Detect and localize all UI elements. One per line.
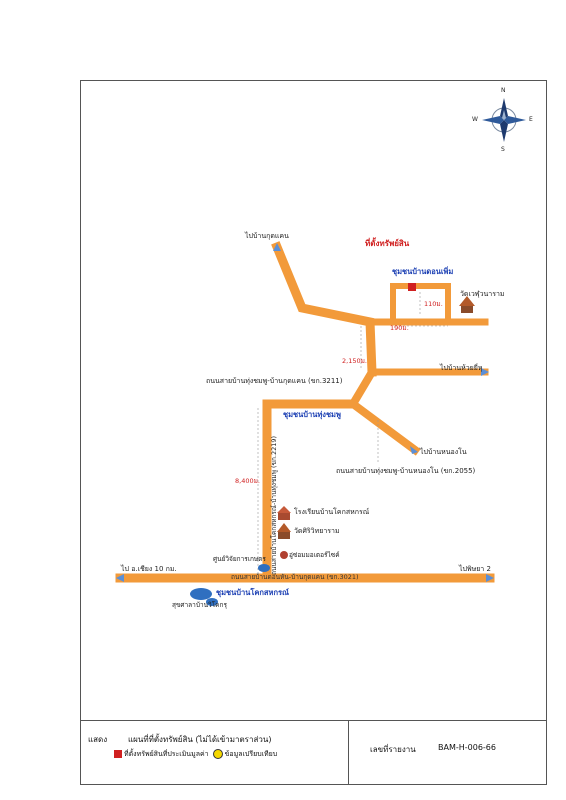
label-temple-wat-wen: วัดเวฬุวนาราม	[460, 290, 505, 298]
distance-8400: 8,400ม.	[235, 477, 260, 485]
compass-s-label: S	[501, 146, 505, 153]
label-to-kut-khaen: ไปบ้านกุดแคน	[245, 232, 289, 240]
label-to-huai-yi-hu: ไปบ้านห้วยยี่หุ	[440, 364, 483, 372]
garage-icon	[280, 551, 288, 559]
map-frame	[80, 80, 547, 785]
label-temple-wat-siri: วัดศิริวิทยาราม	[294, 527, 340, 535]
road-to-nong-no	[347, 366, 421, 456]
label-ag-center: ศูนย์วิจัยการเกษตร	[213, 555, 266, 563]
compass-w-label: W	[472, 116, 478, 123]
school-icon	[277, 506, 291, 520]
distance-110: 110ม.	[424, 300, 443, 308]
label-road-3211: ถนนสายบ้านทุ่งชมพู-บ้านกุดแคน (ขก.3211)	[206, 377, 343, 385]
road-network	[115, 241, 495, 583]
legend-report-no: BAM-H-006-66	[438, 743, 496, 752]
property-marker[interactable]	[408, 283, 416, 291]
label-community-don-phoem: ชุมชนบ้านดอนเพิ่ม	[392, 267, 454, 276]
road-don-phoem-loop	[390, 283, 451, 325]
distance-2150: 2,150ม.	[342, 357, 367, 365]
distance-guides	[257, 292, 448, 574]
legend-marker-property: ที่ตั้งทรัพย์สินที่ประเมินมูลค่า	[124, 750, 209, 758]
road-to-thung-chomphu	[262, 399, 358, 583]
community-khok-sakon-icon	[190, 588, 212, 600]
label-school: โรงเรียนบ้านโคกสหกรณ์	[294, 508, 370, 516]
temple-wat-siri-icon	[277, 523, 291, 539]
label-road-3021: ถนนสายบ้านดอนหัน-บ้านกุดแคน (ขก.3021)	[231, 573, 359, 581]
label-community-thung-chomphu: ชุมชนบ้านทุ่งชมพู	[283, 410, 341, 419]
distance-190: 190ม.	[390, 324, 409, 332]
legend-panel: แสดง แผนที่ที่ตั้งทรัพย์สิน (ไม่ได้เข้าม…	[80, 720, 547, 785]
arrow-icons	[116, 243, 494, 582]
property-label: ที่ตั้งทรัพย์สิน	[365, 239, 410, 248]
legend-title: แผนที่ที่ตั้งทรัพย์สิน (ไม่ได้เข้ามาตราส…	[128, 735, 272, 744]
label-road-2055: ถนนสายบ้านทุ่งชมพู-บ้านหนองโน (ขก.2055)	[336, 467, 476, 475]
label-to-phu-sai: ไปพิษยา 2	[459, 565, 491, 573]
health-station-icon	[206, 598, 218, 606]
label-road-2219: ถนนสายบ้านโคกสหกรณ์-บ้านทุ่งชมพู (ขก.221…	[270, 435, 278, 575]
compass-n-label: N	[501, 87, 506, 94]
legend-markers: ที่ตั้งทรัพย์สินที่ประเมินมูลค่า ข้อมูลเป…	[114, 749, 277, 760]
compass-e-label: E	[529, 116, 533, 123]
legend-divider	[348, 721, 349, 785]
legend-show-label: แสดง	[88, 735, 108, 744]
temple-wat-wen-icon	[459, 296, 475, 313]
legend-marker-compare: ข้อมูลเปรียบเทียบ	[224, 750, 278, 758]
label-community-khok-sakon: ชุมชนบ้านโคกสหกรณ์	[216, 588, 289, 597]
legend-report-label: เลขที่รายงาน	[370, 745, 416, 754]
compare-swatch-icon	[212, 749, 223, 759]
label-garage: อู่ซ่อมมอเตอร์ไซค์	[289, 551, 340, 559]
ag-center-icon	[258, 564, 270, 572]
label-to-aeng-rueang: ไป อ.เชียง 10 กม.	[121, 565, 177, 573]
compass-rose-icon	[482, 98, 526, 142]
label-to-nong-no: ไปบ้านหนองโน	[420, 448, 467, 456]
property-swatch-icon	[114, 750, 122, 758]
road-to-kut-khaen	[271, 241, 377, 377]
label-health-station: สุขศาลาบ้านวิโคกรุ	[172, 601, 227, 609]
